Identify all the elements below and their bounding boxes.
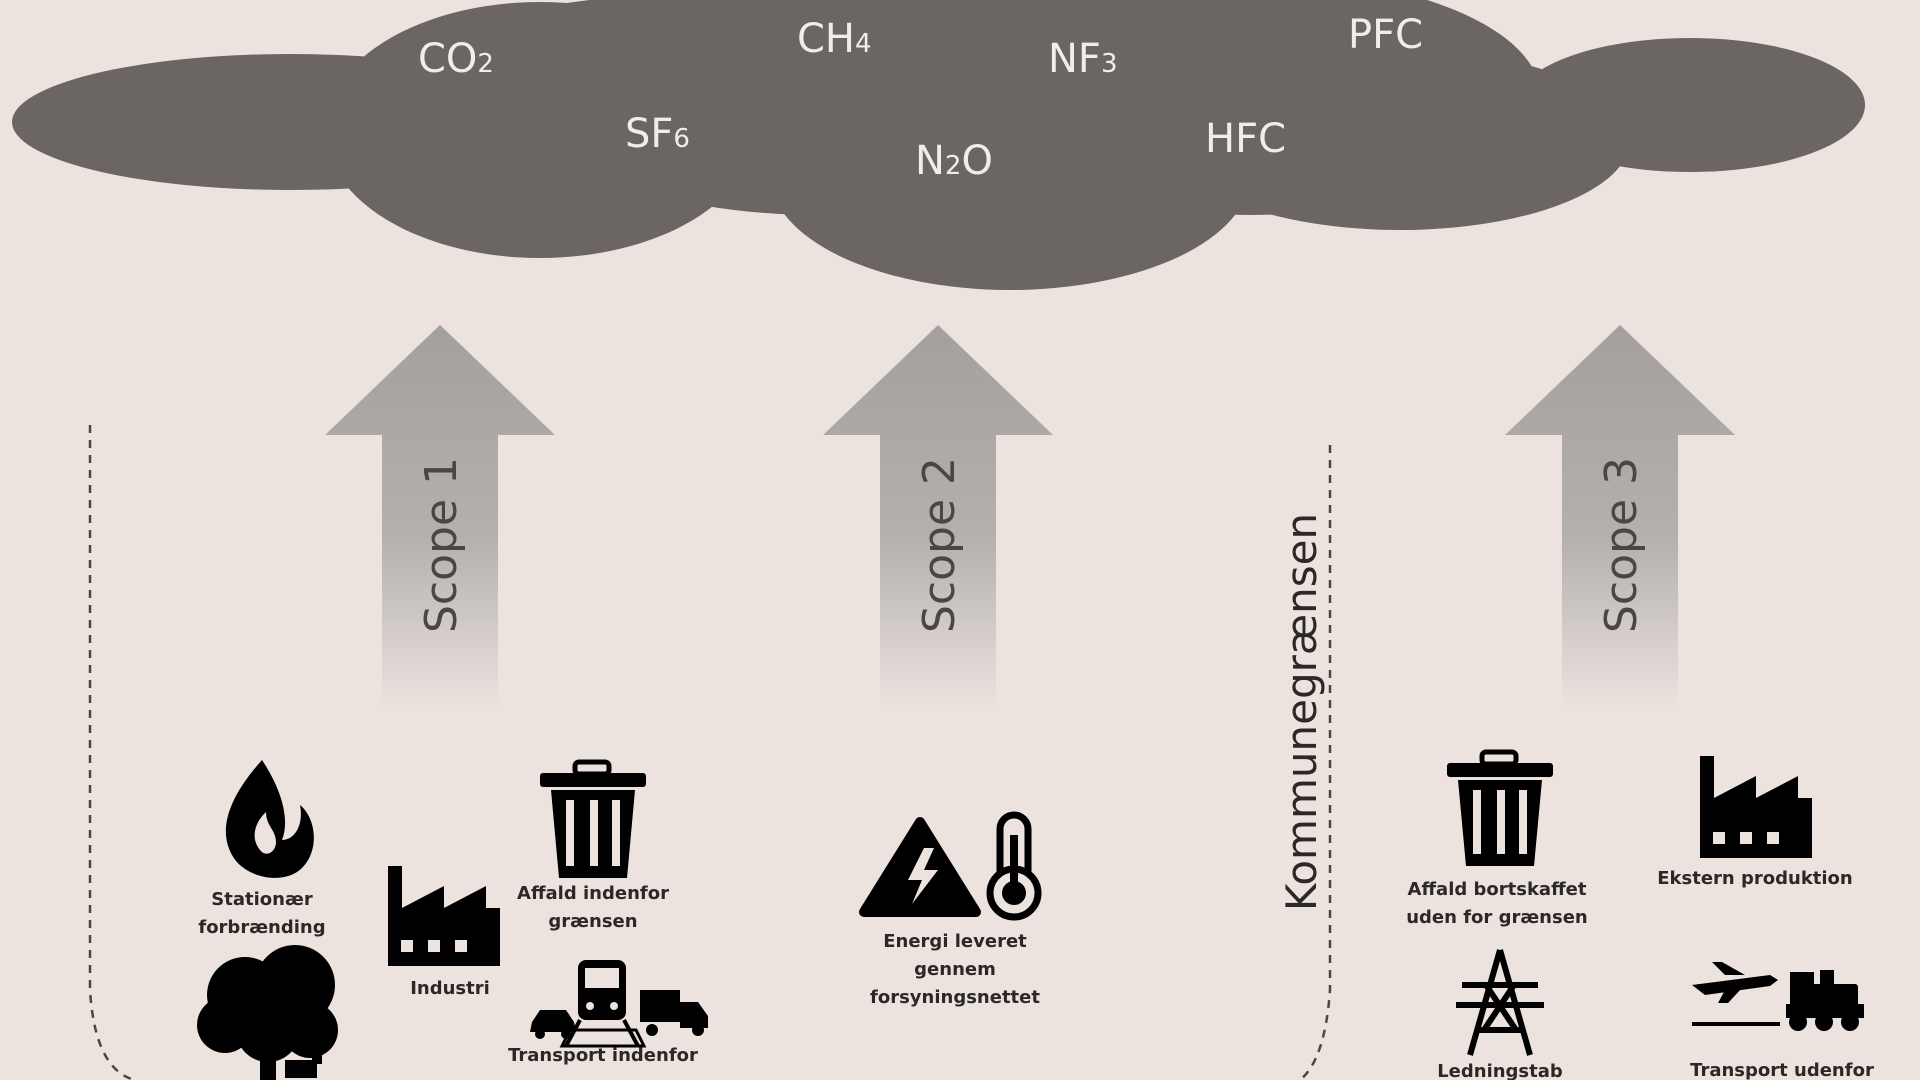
- power-pylon-icon: [1456, 949, 1544, 1056]
- plane-train-icon: [1692, 962, 1864, 1031]
- municipal-boundary-line: [88, 425, 1332, 1080]
- transport-outside-caption: Transport udenfor: [1690, 1060, 1874, 1080]
- factory-icon: [388, 866, 500, 966]
- trash-icon: [540, 759, 646, 878]
- factory-icon: [1700, 756, 1812, 858]
- gas-labels: CO2 CH4 NF3 PFC SF6 N2O HFC: [418, 12, 1423, 184]
- energy-caption-1: Energi leveret: [883, 931, 1027, 952]
- gas-ch4: CH4: [797, 16, 872, 62]
- energy-caption-2: gennem: [914, 959, 996, 980]
- tree-icon: [197, 945, 338, 1080]
- scope-2-label: Scope 2: [914, 457, 965, 633]
- waste-inside-caption-1: Affald indenfor: [517, 883, 669, 904]
- external-production-caption: Ekstern produktion: [1657, 868, 1853, 889]
- gas-pfc: PFC: [1348, 12, 1423, 58]
- flame-caption-1: Stationær: [211, 889, 313, 910]
- scope-3-label: Scope 3: [1596, 457, 1647, 633]
- gas-nf3: NF3: [1048, 36, 1117, 82]
- thermometer-icon: [986, 811, 1042, 921]
- waste-outside-caption-1: Affald bortskaffet: [1408, 879, 1587, 900]
- waste-outside-caption-2: uden for grænsen: [1406, 907, 1588, 928]
- scope-3-arrow: Scope 3: [1505, 325, 1735, 710]
- boundary-label: Kommunegrænsen: [1277, 513, 1326, 911]
- grid-loss-caption: Ledningstab: [1437, 1061, 1563, 1080]
- scope-2-arrow: Scope 2: [823, 325, 1053, 710]
- trash-icon: [1447, 749, 1553, 866]
- gas-hfc: HFC: [1205, 116, 1286, 162]
- gas-co2: CO2: [418, 36, 494, 82]
- lightning-warning-icon: [859, 817, 981, 917]
- energy-caption-3: forsyningsnettet: [870, 987, 1040, 1008]
- emissions-cloud: [12, 0, 1865, 290]
- flame-caption-2: forbrænding: [198, 917, 325, 938]
- transport-inside-caption: Transport indenfor: [508, 1045, 698, 1066]
- flame-icon: [225, 760, 314, 878]
- scope-1-arrow: Scope 1: [325, 325, 555, 710]
- gas-sf6: SF6: [625, 111, 690, 157]
- transport-icon: [530, 960, 708, 1048]
- waste-inside-caption-2: grænsen: [548, 911, 637, 932]
- gas-n2o: N2O: [915, 138, 993, 184]
- industry-caption: Industri: [410, 978, 490, 999]
- scope-1-label: Scope 1: [416, 457, 467, 633]
